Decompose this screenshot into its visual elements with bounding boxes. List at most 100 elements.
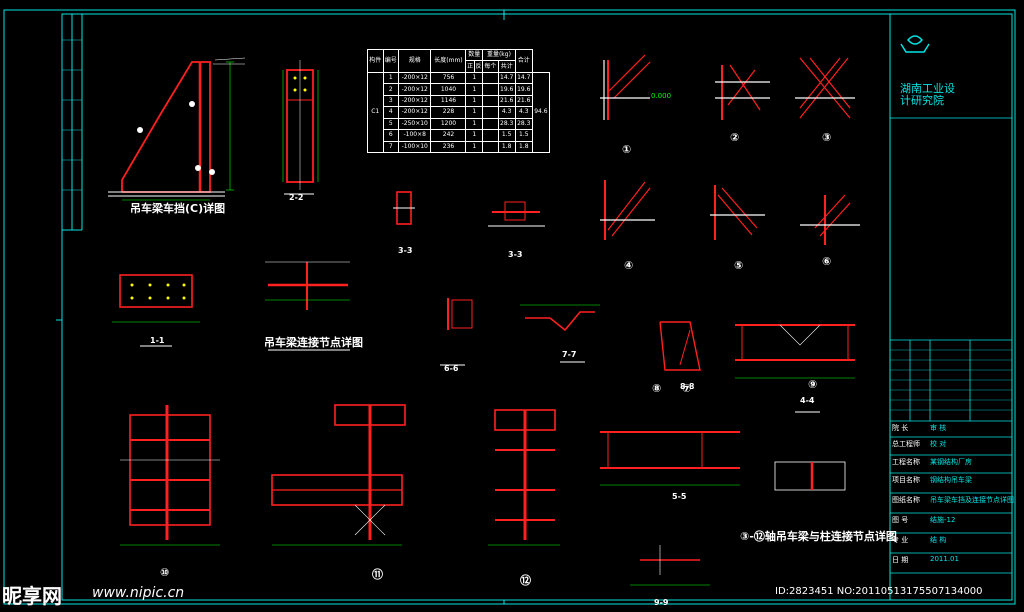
table-header: 编号	[382, 49, 399, 73]
section-label: 2-2	[289, 193, 304, 202]
table-cell: -200×12	[397, 71, 432, 85]
title-block-value: 审 核	[930, 424, 947, 432]
table-cell: 1	[465, 117, 484, 131]
section-label: 7-7	[562, 350, 577, 359]
table-cell: 1200	[430, 117, 467, 131]
table-cell: 1	[465, 106, 484, 119]
section-label: 4-4	[800, 396, 815, 405]
outer-frame	[3, 9, 1016, 605]
table-cell	[482, 94, 499, 108]
node-number: ④	[624, 259, 634, 272]
node-number: ⑫	[520, 574, 531, 587]
table-cell: 4	[382, 106, 399, 119]
title-block-value: 结 构	[930, 536, 947, 544]
table-cell	[482, 117, 499, 131]
stop-detail-drawing	[108, 57, 246, 201]
table-cell: 1	[465, 83, 484, 96]
table-cell: 2	[382, 83, 399, 96]
watermark-url: www.nipic.cn	[92, 585, 185, 601]
node-detail-2	[715, 64, 770, 120]
node-number: ②	[730, 131, 740, 144]
table-cell: 6	[382, 129, 399, 142]
node-number: ⑤	[734, 259, 744, 272]
table-cell: 4.3	[497, 106, 516, 119]
table-cell: 28.3	[514, 117, 533, 131]
table-cell: 1	[465, 71, 484, 85]
section-3-3-b	[488, 201, 545, 227]
table-cell: 7	[382, 140, 399, 153]
watermark-id: ID:2823451 NO:20110513175507134000	[775, 586, 983, 597]
table-header: 重量(kg)	[482, 48, 516, 62]
title-block-label: 图 号	[892, 516, 909, 524]
section-label: 3-3	[508, 250, 523, 259]
section-label: 8-8	[680, 382, 695, 391]
table-cell: 3	[382, 94, 399, 108]
table-subheader: 共计	[497, 60, 516, 73]
table-cell: -200×12	[397, 106, 432, 119]
title-block-value: 某钢结构厂房	[930, 458, 972, 466]
title-block-value: 钢结构吊车梁	[930, 476, 972, 484]
section-label: 3-3	[398, 246, 413, 255]
title-block-label: 专 业	[892, 536, 909, 544]
section-6-6-drawing	[440, 298, 473, 366]
title-block-label: 院 长	[892, 424, 909, 432]
section-label: 6-6	[444, 364, 459, 373]
node-detail-1	[600, 54, 651, 120]
table-header: 构件	[367, 49, 384, 73]
company-logo-icon	[900, 35, 930, 53]
table-cell: 19.6	[497, 83, 516, 96]
section-label: 5-5	[672, 492, 687, 501]
table-cell	[482, 83, 499, 96]
table-cell: 228	[430, 106, 467, 119]
title-block-label: 工程名称	[892, 458, 920, 466]
title-block-label: 项目名称	[892, 476, 920, 484]
section-9-9-drawing	[630, 545, 710, 586]
node-number: ⑥	[822, 255, 832, 268]
node-number: ⑪	[372, 568, 383, 581]
node-number: ⑧	[652, 382, 662, 395]
title-block-label: 图纸名称	[892, 496, 920, 504]
table-cell	[482, 140, 499, 153]
table-cell: -100×8	[397, 129, 432, 142]
table-cell	[482, 71, 499, 85]
section-2-2-drawing	[282, 60, 319, 195]
table-cell	[482, 106, 499, 119]
table-cell: 756	[430, 71, 467, 85]
node-number: ⑨	[808, 378, 818, 391]
section-7-7-drawing	[520, 304, 600, 363]
table-cell: 1	[465, 94, 484, 108]
title-block-value: 结施-12	[930, 516, 956, 524]
company-name: 湖南工业设计研究院	[900, 82, 955, 107]
node-number: ①	[622, 143, 632, 156]
node-number: ⑦	[682, 382, 692, 395]
table-header: 合计	[514, 49, 533, 73]
title-frame	[889, 13, 1013, 601]
node-detail-12	[488, 409, 560, 546]
node-detail-3	[795, 57, 855, 119]
table-cell: 1146	[430, 94, 467, 108]
table-subheader: 每个	[482, 60, 499, 73]
table-cell: -200×12	[397, 83, 432, 96]
table-cell: -100×10	[397, 140, 432, 153]
table-header: 长度(mm)	[430, 49, 467, 73]
table-cell: 21.6	[497, 94, 516, 108]
table-cell: 28.3	[497, 117, 516, 131]
beam-column-joint-title: ③-⑫轴吊车梁与柱连接节点详图	[740, 530, 897, 543]
table-cell: 1.5	[497, 129, 516, 142]
table-cell: 1.5	[514, 129, 533, 142]
table-cell: 1.8	[514, 140, 533, 153]
node-number: ③	[822, 131, 832, 144]
section-4-4-drawing	[735, 324, 855, 413]
table-subheader: 正	[465, 60, 475, 73]
table-cell: 21.6	[514, 94, 533, 108]
table-cell: 1	[382, 71, 399, 85]
table-cell: 1.8	[497, 140, 516, 153]
node-detail-4	[600, 180, 655, 240]
table-cell: 236	[430, 140, 467, 153]
